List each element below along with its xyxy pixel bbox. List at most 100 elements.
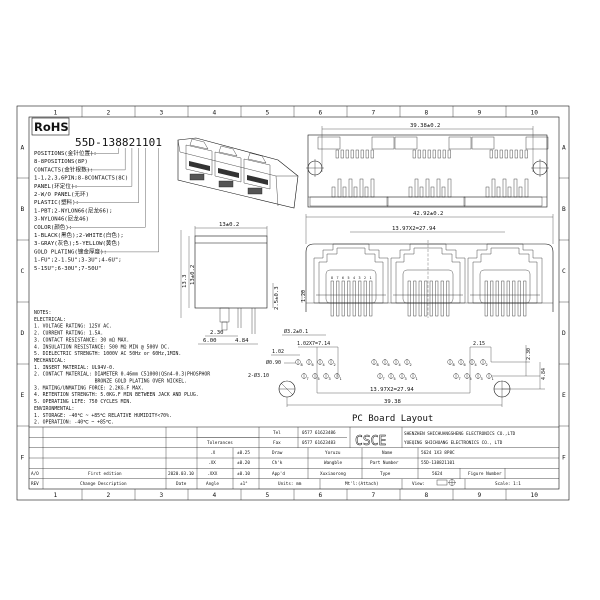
pcb-hole-offset-dim: 4.84 [541,368,547,380]
top-contact [432,149,436,159]
note-line: 4. INSULATION RESISTANCE: 500 MΩ MIN @ 5… [34,344,170,350]
side-dim-4-84: 4.84 [235,338,249,344]
top-latch-right [371,136,395,150]
type-value: 5624 [432,471,443,477]
config-line: CONTACTS(金针根数): [34,165,93,173]
top-contact [499,149,503,159]
part-number-config-list: POSITIONS(金针位置):8-8POSITIONS(8P)CONTACTS… [34,148,159,272]
config-line: 8-8POSITIONS(8P) [34,159,88,165]
pcb-pin-number: 6 [464,363,466,367]
top-contact [514,149,518,159]
top-contact [524,149,528,159]
top-contact [447,149,451,159]
pcb-pin-number: 1 [340,377,342,381]
top-base-segment [463,196,543,207]
top-base-segment [309,196,389,207]
front-port-housing [390,243,466,304]
pcb-pin-number: 4 [323,363,325,367]
pcb-pin-pitch-dim: 1.02 [272,349,284,355]
note-line: NOTES: [34,310,51,316]
config-line: 1-FU";2-1.5U";3-3U";4-6U"; [34,258,122,264]
top-contact [412,149,416,159]
front-port-opening [318,247,384,304]
front-contact-pin [330,280,334,317]
fax-label: Fax [273,440,281,446]
pcb-pin-number: 2 [334,363,336,367]
column-number-bottom: 7 [372,492,376,499]
top-pin-long [425,178,430,198]
config-line: PLASTIC(塑料): [34,198,79,206]
row-letter-right: E [562,392,566,399]
column-number-top: 2 [107,110,111,117]
front-contact-pin [358,280,362,317]
top-pin-long [359,178,364,198]
column-number-bottom: 2 [107,492,111,499]
config-line: 2-W/O PANEL(无环) [34,191,89,198]
top-pin-long [447,178,452,198]
front-port-contact-area [479,269,531,304]
tel-value: 0577 61623486 [302,430,336,436]
pcb-pin-number: 4 [475,363,477,367]
callout-leader [74,148,139,203]
column-number-top: 1 [54,110,58,117]
pcb-layout-title: PC Board Layout [352,414,433,424]
front-port-housing [467,243,543,304]
iso-port [185,144,213,176]
tol-xx-label: .XX [208,460,216,466]
side-dim-6-00: 6.00 [203,338,216,344]
top-contact [365,149,369,159]
callout-leader [85,148,126,171]
name-label: Name [382,450,393,456]
front-pin-number: 4 [353,276,355,280]
front-pin-number: 3 [359,276,361,280]
top-pin-short [430,186,435,198]
iso-port-latch [189,138,209,150]
top-pin-short [364,186,369,198]
units-label: Units: mm [278,481,302,487]
top-contact [370,149,374,159]
front-pin-number: 1 [370,276,372,280]
front-contact-pin [512,280,516,317]
name-value: 5624 1X3 8P8C [421,450,455,456]
front-pin-number: 2 [364,276,366,280]
pcb-group-pitch-dim: 13.97X2=27.94 [370,387,414,393]
revision-code: A/O [31,471,39,477]
front-contact-pin [446,280,450,317]
config-line: 3-GRAY(灰色);5-YELLOW(黄色) [34,239,120,247]
front-contact-pin [363,280,367,317]
column-number-bottom: 1 [54,492,58,499]
rohs-box [31,117,70,136]
side-width-dim: 13±0.2 [219,222,239,228]
front-port-housing [313,243,389,304]
tol-angle-label: Angle [206,481,219,487]
outer-border [16,105,570,501]
fax-value: 0577 61623483 [302,440,336,446]
top-pin-long [436,178,441,198]
top-width-dim: 39.38±0.2 [410,123,440,129]
approve-label: App'd [272,471,285,477]
pcb-pin-number: 8 [377,363,379,367]
note-line: 3. CONTACT RESISTANCE: 30 mΩ MAX. [34,337,129,343]
column-number-top: 8 [425,110,429,117]
column-number-top: 6 [319,110,323,117]
front-contact-pin [347,280,351,317]
tol-x-value: ±0.25 [237,450,250,456]
front-contact-pin [429,280,433,317]
front-contact-pin [407,280,411,317]
iso-port [243,158,271,190]
column-number-bottom: 3 [160,492,164,499]
tel-label: Tel [273,430,281,436]
note-line: BRONZE GOLD PLATING OVER NICKEL. [34,379,187,385]
tol-xxx-value: ±0.10 [237,471,250,477]
front-pin-number: 5 [348,276,350,280]
technical-notes: NOTES:ELECTRICAL:1. VOLTAGE RATING: 125V… [34,310,210,426]
top-pin-long [502,178,507,198]
note-line: 5. DIELECTRIC STRENGTH: 1000V AC 50Hz or… [34,351,181,357]
column-number-bottom: 5 [266,492,270,499]
side-standoff-dim: 2.5±0.3 [274,286,280,310]
pcb-pin-number: 7 [459,377,461,381]
row-letter-right: B [562,206,566,213]
